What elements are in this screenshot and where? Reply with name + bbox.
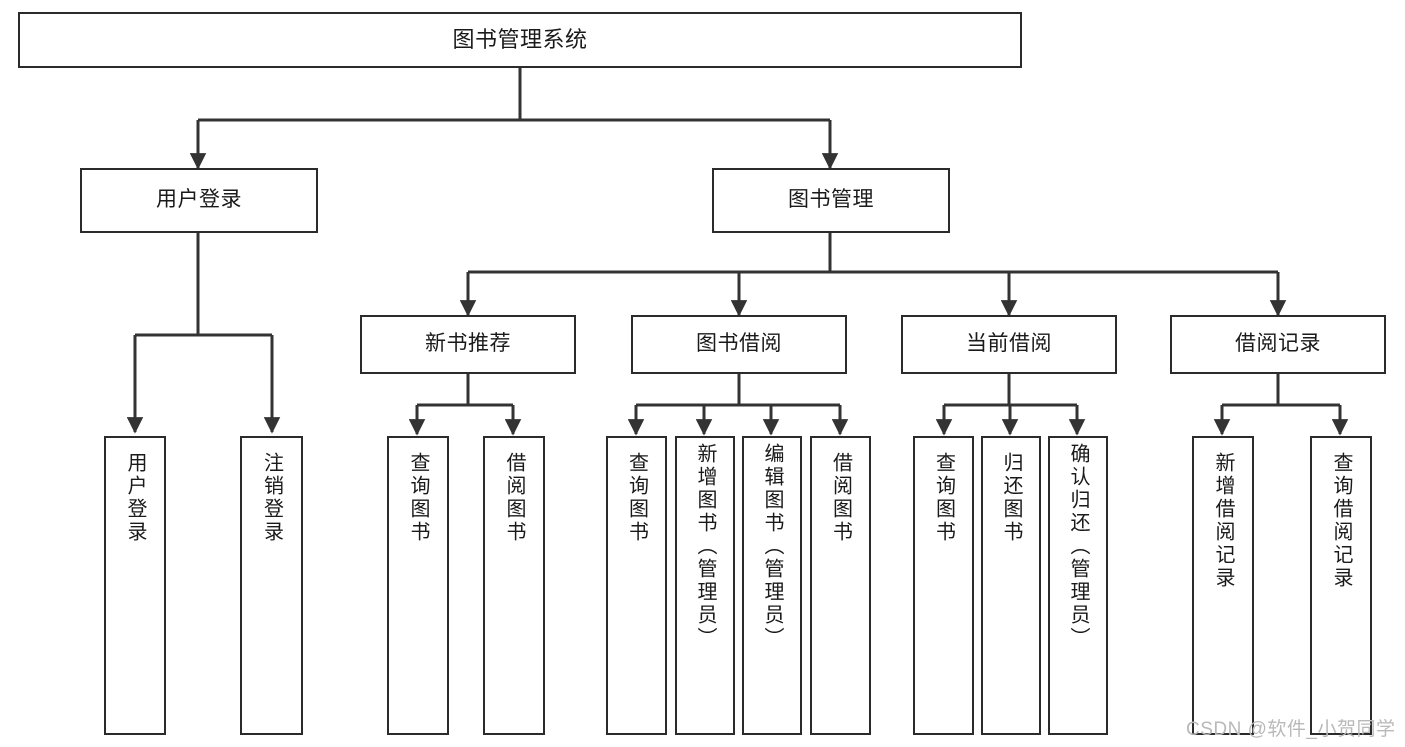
node-leaf-confirm-return[interactable]: 确认归还（管理员）: [1048, 436, 1108, 735]
node-root-system[interactable]: 图书管理系统: [18, 12, 1022, 68]
node-label: 借阅图书: [503, 452, 525, 544]
node-book-borrow[interactable]: 图书借阅: [631, 315, 847, 374]
node-leaf-logout-login[interactable]: 注销登录: [240, 436, 303, 735]
node-leaf-return-book[interactable]: 归还图书: [981, 436, 1041, 735]
node-leaf-query-book-3[interactable]: 查询图书: [913, 436, 974, 735]
node-leaf-user-login[interactable]: 用户登录: [104, 436, 166, 735]
node-leaf-add-book[interactable]: 新增图书（管理员）: [675, 436, 735, 735]
node-leaf-borrow-book-2[interactable]: 借阅图书: [810, 436, 871, 735]
node-label: 查询图书: [625, 452, 648, 544]
node-leaf-borrow-book-1[interactable]: 借阅图书: [483, 436, 545, 735]
node-leaf-query-book-2[interactable]: 查询图书: [606, 436, 667, 735]
node-leaf-query-book-1[interactable]: 查询图书: [387, 436, 449, 735]
node-label: 图书借阅: [696, 332, 782, 356]
node-book-management[interactable]: 图书管理: [712, 168, 950, 233]
node-label: 当前借阅: [966, 332, 1052, 356]
node-label: 查询借阅记录: [1330, 452, 1352, 590]
node-label: 查询图书: [932, 452, 955, 544]
node-label: 用户登录: [124, 452, 146, 544]
node-label: 注销登录: [260, 452, 283, 544]
node-current-borrow[interactable]: 当前借阅: [901, 315, 1117, 374]
node-label: 新增图书（管理员）: [694, 443, 716, 650]
node-label: 新增借阅记录: [1212, 452, 1234, 590]
node-leaf-add-borrow-record[interactable]: 新增借阅记录: [1192, 436, 1254, 735]
node-new-book-recommend[interactable]: 新书推荐: [360, 315, 576, 374]
node-label: 查询图书: [407, 452, 429, 544]
node-leaf-query-borrow-record[interactable]: 查询借阅记录: [1310, 436, 1372, 735]
node-label: 借阅图书: [829, 452, 852, 544]
node-label: 图书管理: [788, 188, 874, 212]
node-borrow-record[interactable]: 借阅记录: [1170, 315, 1386, 374]
node-label: 图书管理系统: [452, 27, 588, 53]
node-label: 归还图书: [1000, 452, 1022, 544]
node-label: 用户登录: [156, 188, 242, 212]
node-label: 确认归还（管理员）: [1067, 443, 1089, 650]
node-user-login[interactable]: 用户登录: [80, 168, 318, 233]
node-label: 借阅记录: [1235, 332, 1321, 356]
node-label: 编辑图书（管理员）: [761, 443, 783, 650]
node-leaf-edit-book[interactable]: 编辑图书（管理员）: [742, 436, 802, 735]
node-label: 新书推荐: [425, 332, 511, 356]
